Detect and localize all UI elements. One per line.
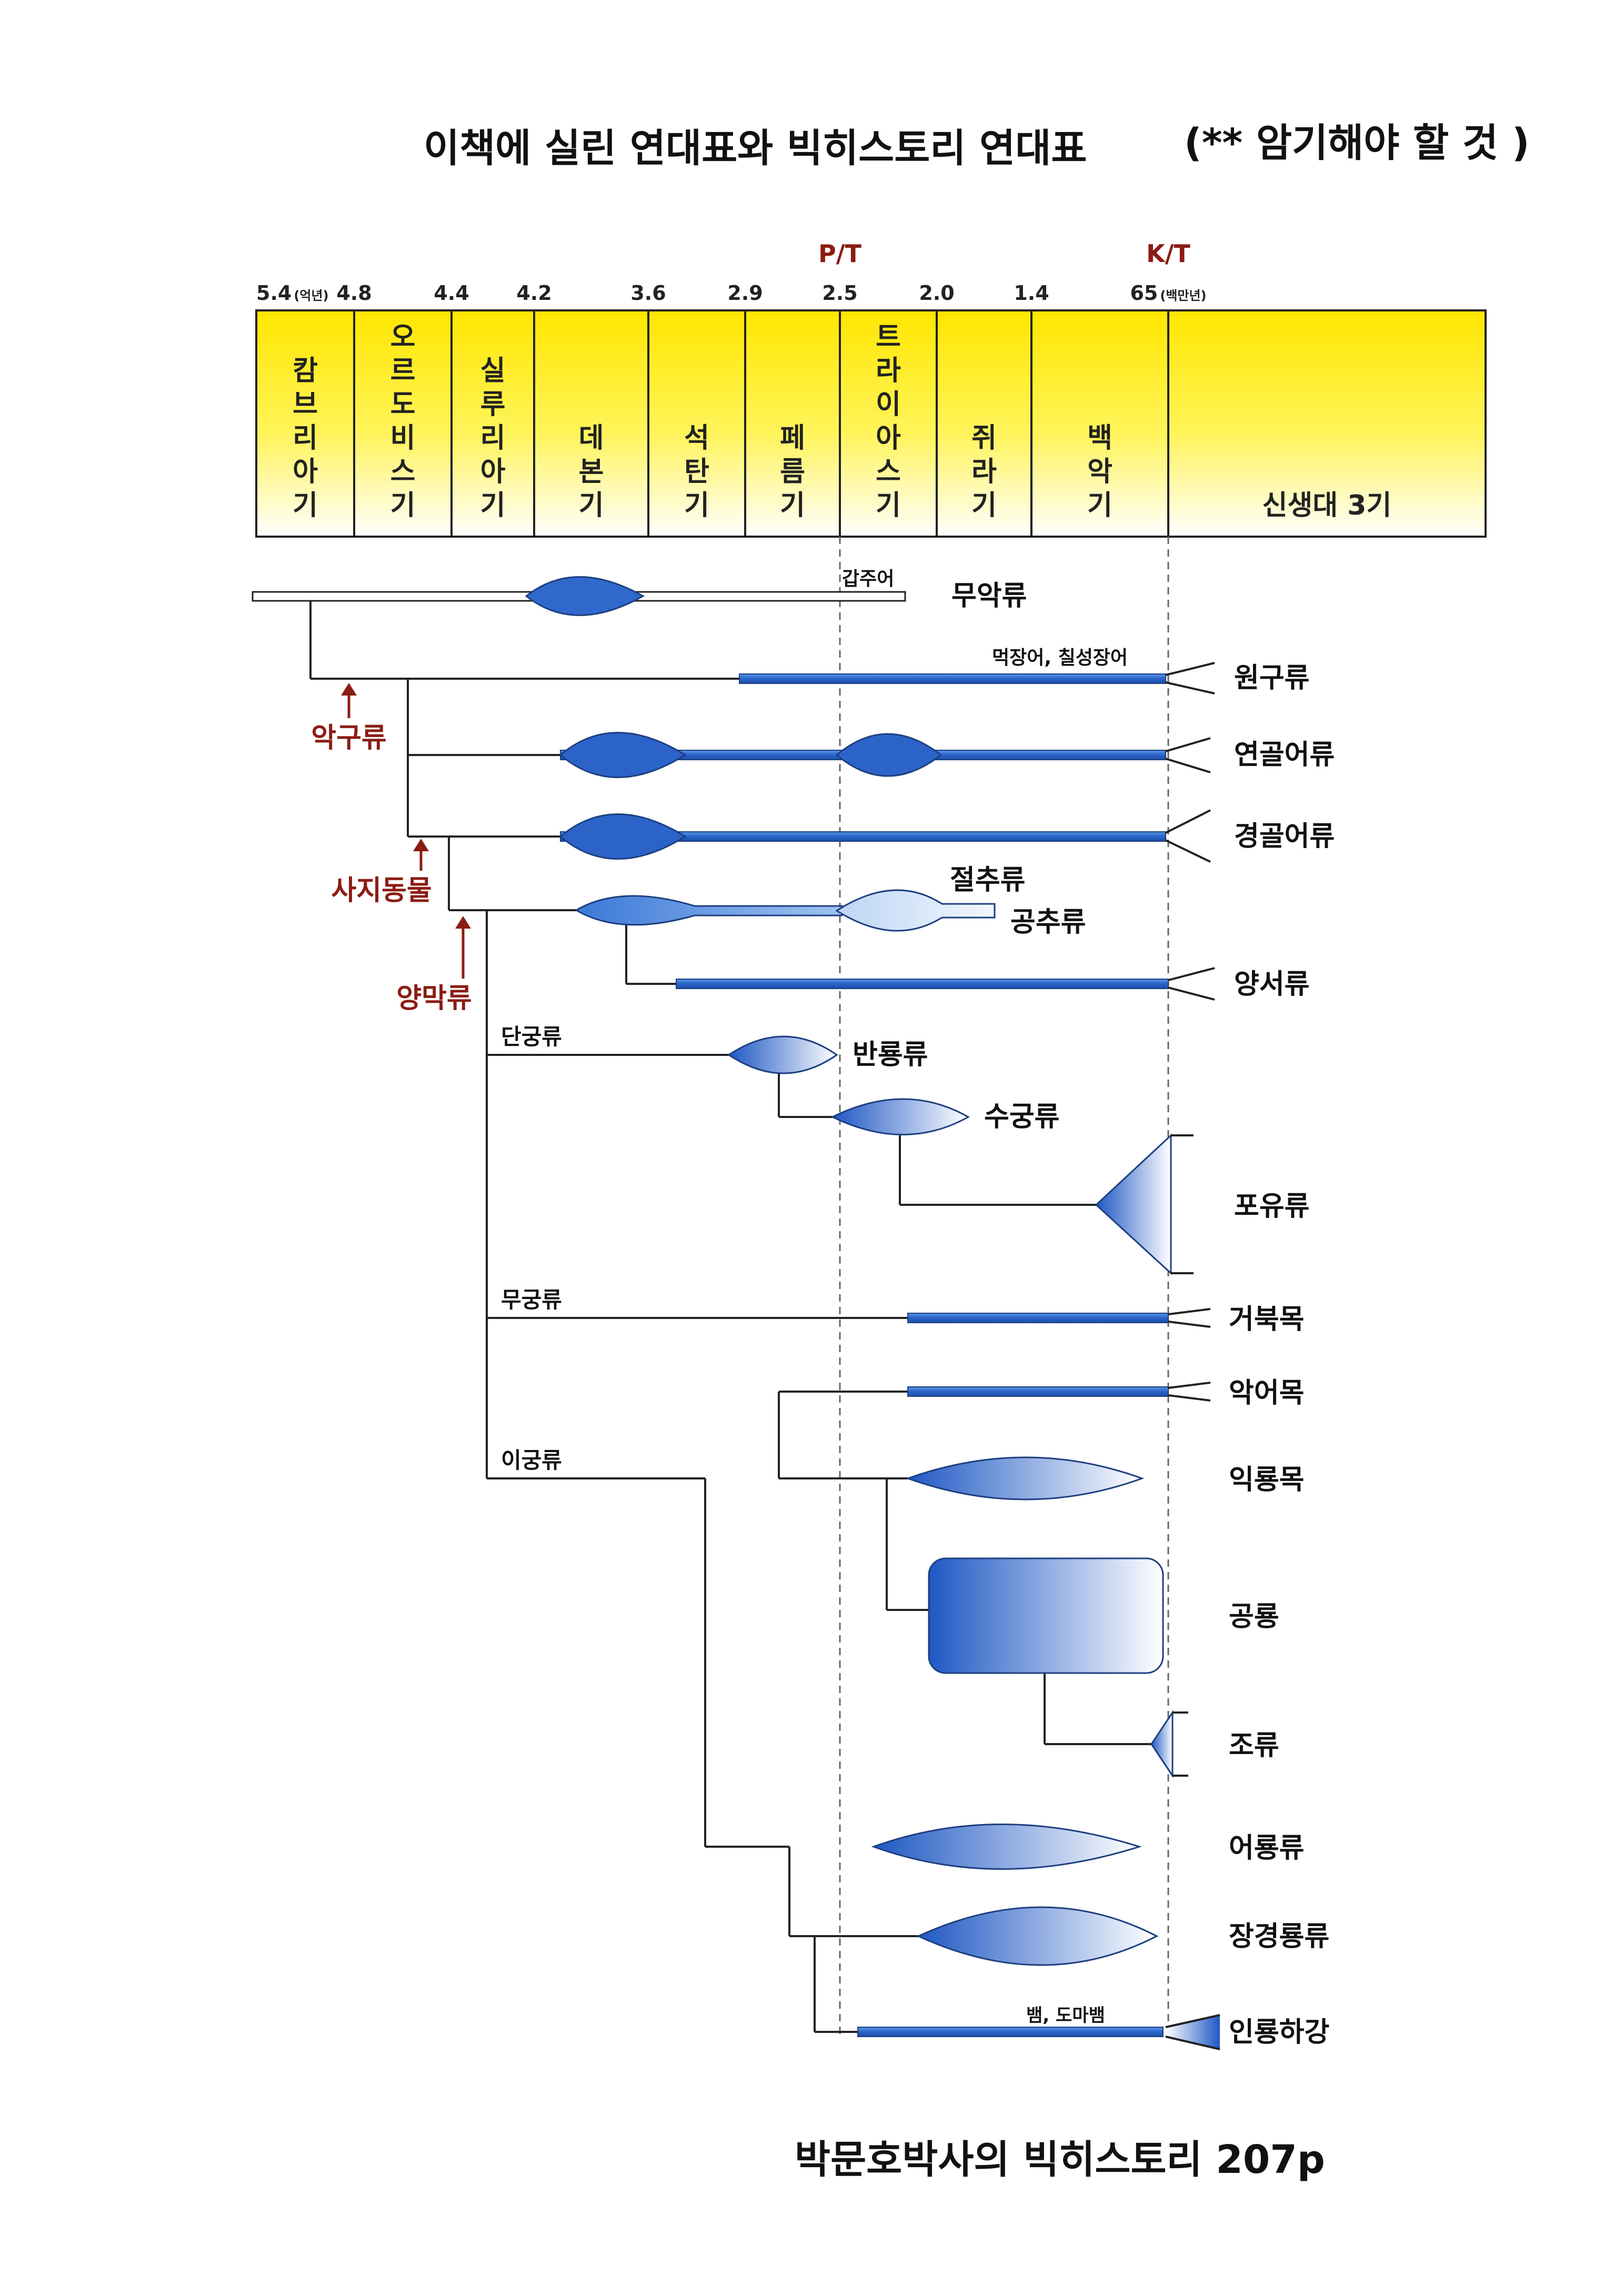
ichthyosauria-lens — [871, 1824, 1142, 1870]
clade-arrows — [341, 683, 471, 979]
subclass-label-anapsida: 무궁류 — [501, 1287, 562, 1313]
cyclostomata-bar — [739, 673, 1166, 684]
tetrapoda-arrow-head — [413, 839, 429, 851]
taxon-label-mammalia: 포유류 — [1234, 1191, 1310, 1222]
memorize-note: (** 암기해야 할 것 ) — [1184, 120, 1530, 166]
tick-label-9: 65(백만년) — [1130, 281, 1206, 305]
mammalia-wedge — [1095, 1133, 1172, 1275]
taxon-label-plesiosauria: 장경룡류 — [1229, 1921, 1329, 1952]
chondrichthyes-lens-triassic — [835, 733, 943, 777]
crocodilia-bar — [907, 1386, 1169, 1397]
taxon-label-amphibia: 양서류 — [1234, 969, 1310, 1000]
taxon-label-chondrichthyes: 연골어류 — [1234, 739, 1335, 771]
flare-testudines — [1168, 1308, 1211, 1328]
taxon-label-osteichthyes: 경골어류 — [1234, 821, 1335, 852]
tick-label-5: 2.9 — [727, 281, 763, 305]
tick-label-2: 4.4 — [434, 281, 469, 305]
amphibia-bar — [676, 979, 1169, 989]
tick-label-8: 1.4 — [1014, 281, 1049, 305]
taxon-label-aves: 조류 — [1229, 1730, 1279, 1761]
lineage-shapes — [252, 576, 1220, 2049]
note-label-hagfish-lamprey: 먹장어, 칠성장어 — [992, 647, 1128, 669]
taxon-label-temnospondyli: 절추류 — [950, 864, 1026, 896]
plesiosauria-lens — [916, 1906, 1159, 1966]
chondrichthyes-lens-devonian — [559, 732, 687, 778]
taxon-label-pterosauria: 익룡목 — [1229, 1464, 1305, 1496]
note-label-ostracoderm: 갑주어 — [842, 568, 894, 590]
pt-boundary-label: P/T — [818, 239, 862, 268]
clade-label-gnathostomata: 악구류 — [311, 722, 387, 754]
taxon-label-pelycosauria: 반룡류 — [853, 1039, 928, 1071]
taxon-label-therapsida: 수궁류 — [984, 1101, 1060, 1133]
taxon-label-cyclostomata: 원구류 — [1234, 662, 1310, 694]
flare-aves — [1172, 1711, 1188, 1777]
flare-osteichthyes — [1165, 809, 1211, 863]
kt-boundary-label: K/T — [1146, 239, 1190, 268]
lepospondyli-lens — [835, 889, 996, 932]
lepidosauria-bar — [857, 2027, 1164, 2037]
flare-mammalia — [1171, 1134, 1194, 1274]
tick-label-6: 2.5 — [822, 281, 857, 305]
clade-label-amniota: 양막류 — [396, 983, 472, 1014]
flare-cyclostomata — [1165, 662, 1215, 694]
agnatha-lens — [525, 576, 645, 616]
flare-amphibia — [1168, 967, 1215, 1001]
testudines-bar — [907, 1313, 1169, 1323]
dinosauria-box — [928, 1557, 1164, 1674]
aves-wedge — [1150, 1710, 1174, 1778]
taxon-label-lepospondyli: 공추류 — [1010, 907, 1086, 938]
taxon-label-agnatha: 무악류 — [951, 580, 1027, 612]
taxon-label-testudines: 거북목 — [1229, 1304, 1305, 1335]
taxon-label-dinosauria: 공룡 — [1229, 1601, 1279, 1633]
tick-label-4: 3.6 — [630, 281, 666, 305]
lepidosauria-flare — [1166, 2015, 1220, 2049]
tree-connectors — [309, 600, 1151, 2033]
taxon-label-crocodilia: 악어목 — [1229, 1377, 1305, 1409]
temnospondyli-lens — [575, 895, 843, 926]
osteichthyes-lens — [559, 813, 687, 860]
taxon-label-lepidosauria: 인룡하강 — [1229, 2017, 1329, 2048]
subclass-label-diapsida: 이궁류 — [501, 1447, 562, 1473]
flare-chondrichthyes — [1165, 737, 1211, 773]
note-label-snakes-lizards: 뱀, 도마뱀 — [1026, 2005, 1105, 2026]
period-label-9: 신생대 3기 — [1262, 490, 1392, 521]
tick-label-7: 2.0 — [919, 281, 954, 305]
tick-label-0: 5.4(억년) — [256, 281, 328, 305]
pterosauria-lens — [905, 1456, 1145, 1501]
gnathostomata-arrow-head — [341, 683, 357, 696]
flared-ends — [1165, 662, 1220, 2050]
flare-lepidosauria — [1165, 2014, 1220, 2050]
subclass-label-synapsida: 단궁류 — [501, 1024, 562, 1050]
tick-label-1: 4.8 — [336, 281, 372, 305]
clade-label-tetrapoda: 사지동물 — [331, 875, 432, 907]
timeline-band: 5.4(억년) 4.8 4.4 4.2 3.6 2.9 2.5 2.0 1.4 65(백만년) 캄… — [255, 239, 1487, 538]
therapsida-lens — [830, 1098, 970, 1135]
amniota-arrow-head — [455, 916, 471, 929]
period-band-background — [255, 309, 1487, 538]
flare-crocodilia — [1168, 1382, 1211, 1402]
taxon-label-ichthyosauria: 어룡류 — [1229, 1832, 1305, 1864]
pelycosauria-lens — [727, 1035, 838, 1074]
page-title: 이책에 실린 연대표와 빅히스토리 연대표 — [424, 126, 1087, 171]
period-dividers — [353, 310, 1169, 537]
source-credit: 박문호박사의 빅히스토리 207p — [795, 2137, 1325, 2182]
tick-label-3: 4.2 — [516, 281, 552, 305]
